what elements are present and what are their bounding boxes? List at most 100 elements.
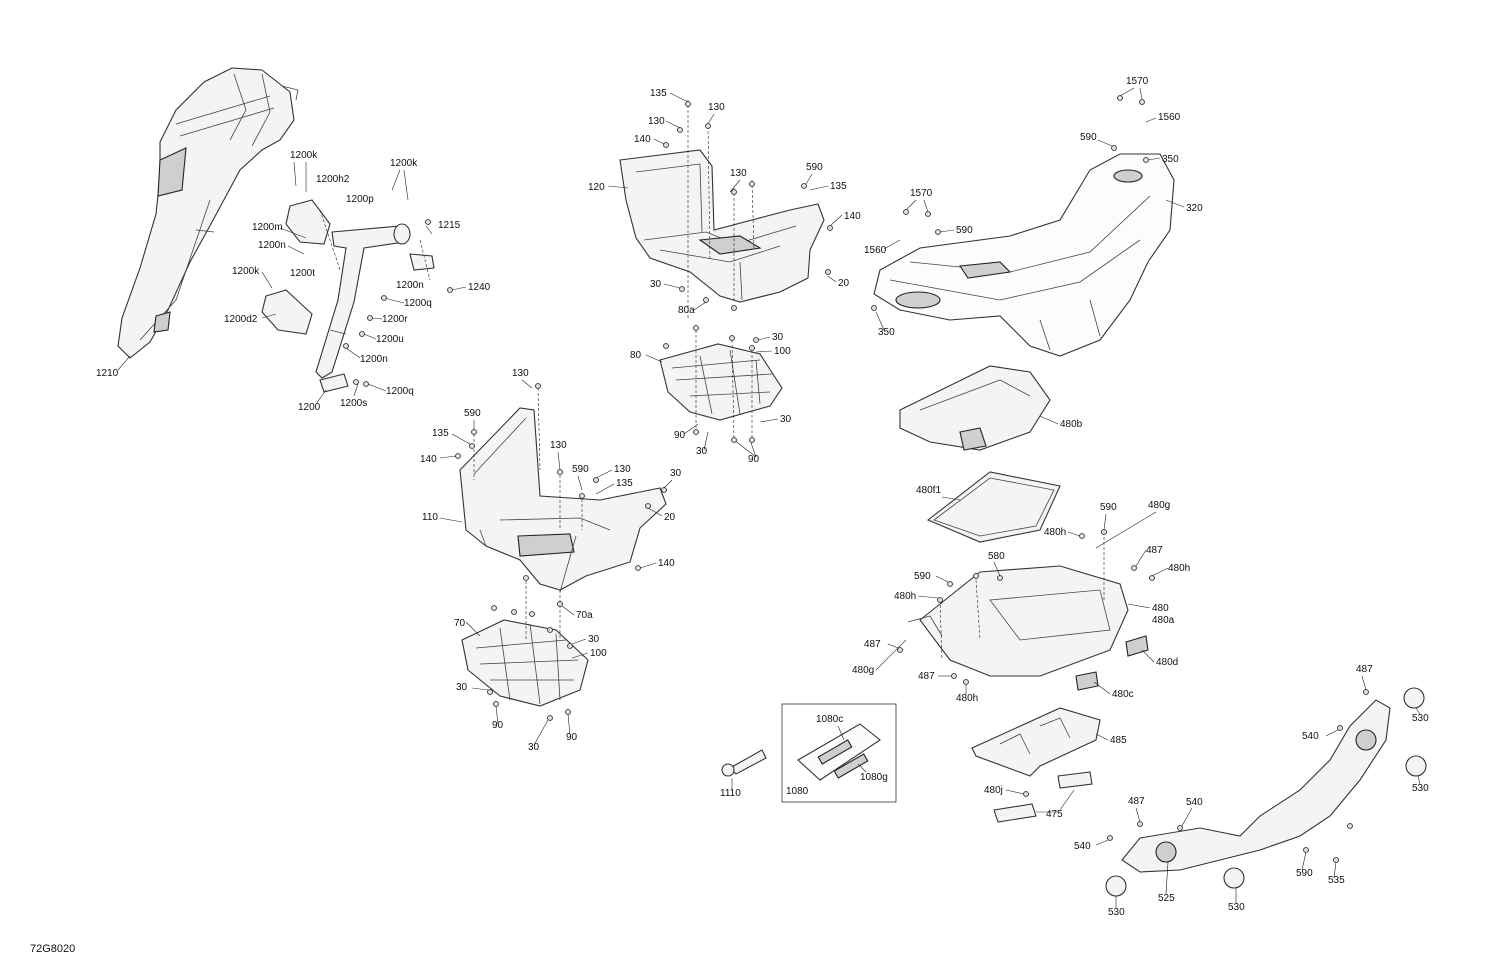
callout-540: 540: [1302, 731, 1319, 742]
callout-1200t: 1200t: [290, 268, 315, 279]
callout-135: 135: [830, 181, 847, 192]
callout-90: 90: [748, 454, 760, 465]
callout-100: 100: [590, 648, 607, 659]
gasket-480f1: [926, 471, 1061, 543]
callout-135: 135: [616, 478, 633, 489]
callout-1560: 1560: [864, 245, 887, 256]
callout-130: 130: [708, 102, 725, 113]
callout-590: 590: [464, 408, 481, 419]
callout-1200k: 1200k: [232, 266, 260, 277]
callout-540: 540: [1074, 841, 1091, 852]
callout-135: 135: [650, 88, 667, 99]
callout-485: 485: [1110, 735, 1127, 746]
callout-530: 530: [1412, 713, 1429, 724]
rear-bumper-525: [1105, 687, 1427, 897]
callout-590: 590: [1100, 502, 1117, 513]
callout-1570: 1570: [1126, 76, 1149, 87]
callout-135: 135: [432, 428, 449, 439]
callout-475: 475: [1046, 809, 1063, 820]
callout-487: 487: [1128, 796, 1145, 807]
callout-1080g: 1080g: [860, 772, 888, 783]
callout-130: 130: [550, 440, 567, 451]
callout-30: 30: [456, 682, 468, 693]
callout-30: 30: [670, 468, 682, 479]
callout-110: 110: [422, 512, 438, 523]
callout-350: 350: [878, 327, 895, 338]
callout-140: 140: [634, 134, 651, 145]
callout-30: 30: [772, 332, 784, 343]
callout-30: 30: [588, 634, 600, 645]
callout-1200q: 1200q: [386, 386, 414, 397]
callout-80a: 80a: [678, 305, 695, 316]
callout-530: 530: [1108, 907, 1125, 918]
callout-487: 487: [864, 639, 881, 650]
callout-labels: 1210 1200 1200k 1200k 1200h2 1200p 1215 …: [30, 76, 1429, 955]
callout-480h: 480h: [894, 591, 916, 602]
callout-540: 540: [1186, 797, 1203, 808]
callout-140: 140: [844, 211, 861, 222]
callout-70a: 70a: [576, 610, 593, 621]
callout-480j: 480j: [984, 785, 1003, 796]
callout-1110: 1110: [720, 788, 741, 799]
callout-525: 525: [1158, 893, 1175, 904]
callout-590: 590: [1080, 132, 1097, 143]
callout-130: 130: [648, 116, 665, 127]
callout-140: 140: [420, 454, 437, 465]
callout-1200q: 1200q: [404, 298, 432, 309]
callout-480a: 480a: [1152, 615, 1175, 626]
tool-kit-box: [781, 703, 897, 803]
callout-1080: 1080: [786, 786, 809, 797]
callout-90: 90: [492, 720, 504, 731]
callout-90: 90: [674, 430, 686, 441]
callout-1200n: 1200n: [360, 354, 388, 365]
callout-1200n: 1200n: [396, 280, 424, 291]
callout-140: 140: [658, 558, 675, 569]
callout-480g: 480g: [1148, 500, 1170, 511]
callout-1200p: 1200p: [346, 194, 374, 205]
callout-480d: 480d: [1156, 657, 1178, 668]
callout-535: 535: [1328, 875, 1345, 886]
storage-box-480: [907, 565, 1149, 691]
callout-480h: 480h: [956, 693, 978, 704]
callout-590: 590: [572, 464, 589, 475]
callout-20: 20: [838, 278, 850, 289]
callout-1200k: 1200k: [290, 150, 318, 161]
callout-1200r: 1200r: [382, 314, 408, 325]
callout-100: 100: [774, 346, 791, 357]
callout-480h: 480h: [1044, 527, 1066, 538]
callout-1560: 1560: [1158, 112, 1181, 123]
callout-130: 130: [730, 168, 747, 179]
callout-487: 487: [918, 671, 935, 682]
callout-590: 590: [806, 162, 823, 173]
callout-480b: 480b: [1060, 419, 1083, 430]
callout-320: 320: [1186, 203, 1203, 214]
callout-70: 70: [454, 618, 466, 629]
callout-487: 487: [1146, 545, 1163, 556]
callout-580: 580: [988, 551, 1005, 562]
fasteners: [343, 95, 1369, 863]
callout-590: 590: [914, 571, 931, 582]
callout-130: 130: [614, 464, 631, 475]
callout-80: 80: [630, 350, 642, 361]
callout-480g: 480g: [852, 665, 874, 676]
callout-1200k: 1200k: [390, 158, 418, 169]
callout-1200s: 1200s: [340, 398, 367, 409]
leader-lines: [117, 87, 1421, 908]
callout-590: 590: [956, 225, 973, 236]
callout-120: 120: [588, 182, 605, 193]
callout-530: 530: [1228, 902, 1245, 913]
callout-487: 487: [1356, 664, 1373, 675]
callout-480h: 480h: [1168, 563, 1190, 574]
diagram-code: 72G8020: [30, 943, 75, 955]
callout-350: 350: [1162, 154, 1179, 165]
front-cargo-panel-110: [459, 407, 667, 593]
callout-30: 30: [528, 742, 540, 753]
skid-plate-485: [971, 707, 1101, 777]
callout-30: 30: [696, 446, 708, 457]
callout-20: 20: [664, 512, 676, 523]
rear-rack-320: [873, 153, 1175, 357]
callout-1210: 1210: [96, 368, 119, 379]
callout-1200h2: 1200h2: [316, 174, 350, 185]
spanner-wrench-1110: [721, 749, 767, 777]
